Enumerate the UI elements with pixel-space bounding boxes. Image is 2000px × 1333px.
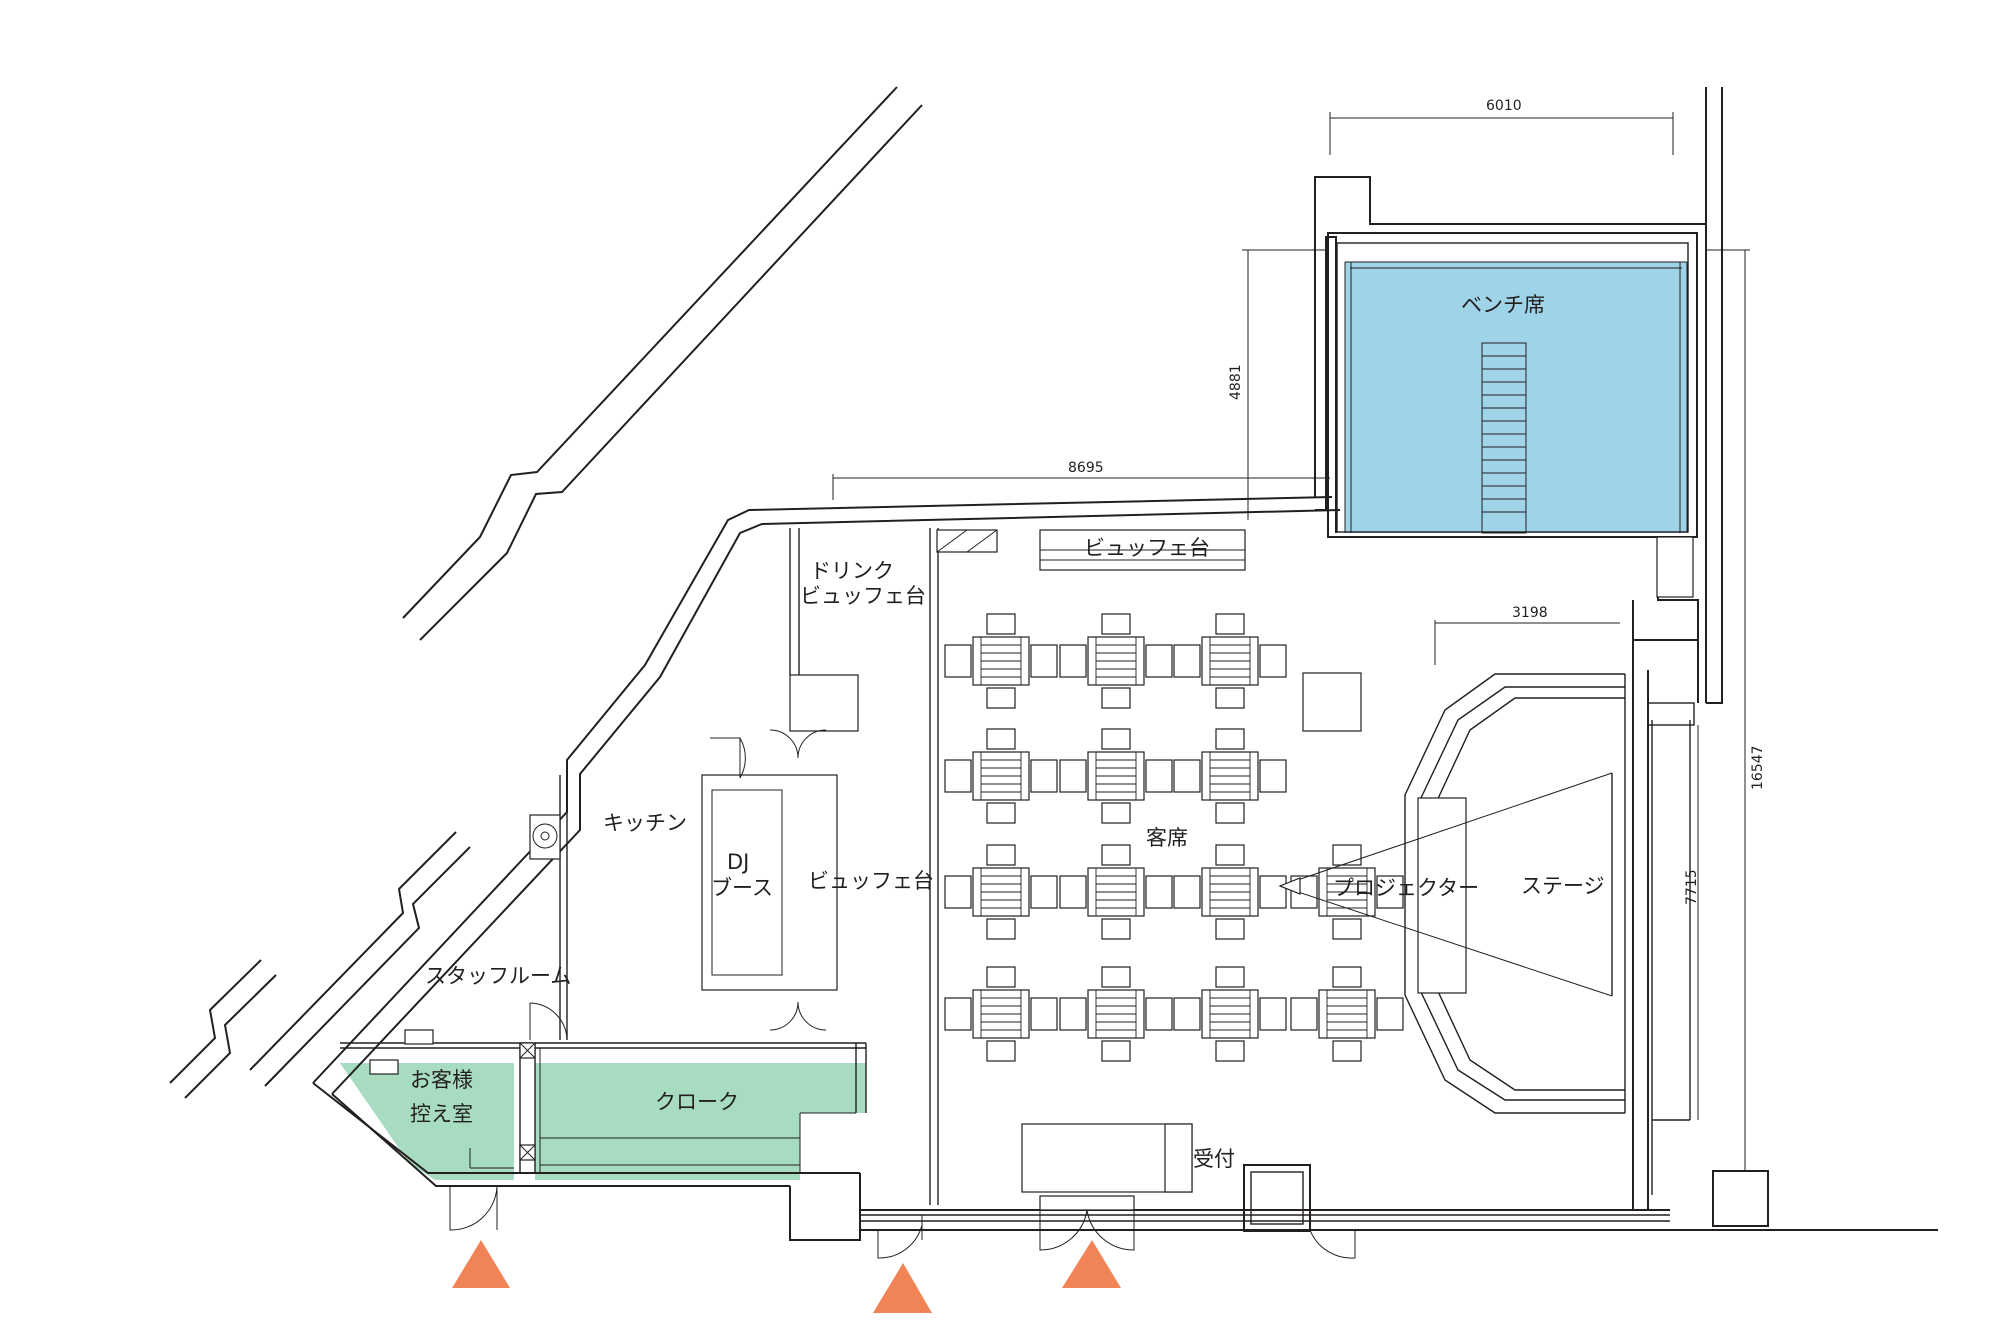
label-dj-1: DJ [727,850,749,874]
label-guest-waiting-1: お客様 [410,1068,473,1092]
entrance-markers [452,1240,1121,1313]
bench-alcove [1344,261,1694,598]
dim-top-width: 6010 [1486,98,1522,114]
partitions [340,528,939,1205]
label-dj-2: ブース [711,876,773,900]
bench-slats [1482,355,1526,513]
dining-tables [944,613,1404,1062]
label-guest-seats: 客席 [1146,826,1188,850]
label-guest-waiting-2: 控え室 [410,1102,473,1126]
label-drink-buffet-1: ドリンク [810,559,894,583]
cloak-room-fill [535,1063,866,1180]
projector-beam [1278,772,1613,997]
label-stage: ステージ [1521,874,1605,898]
doors [449,1186,1356,1259]
label-staff-room: スタッフルーム [425,964,571,988]
triangle-up-icon [452,1240,510,1288]
dining-table [944,728,1058,824]
dining-table [1173,966,1287,1062]
dining-table [1059,613,1173,709]
dining-table [1173,613,1287,709]
triangle-up-icon [873,1263,932,1313]
bench-area-fill [1345,262,1687,533]
label-projector: プロジェクター [1333,876,1479,900]
label-drink-buffet-2: ビュッフェ台 [800,584,926,608]
dining-table [1059,966,1173,1062]
dining-table [1173,728,1287,824]
triangle-up-icon [1062,1240,1121,1288]
dining-table [944,613,1058,709]
speaker-icon [532,823,558,849]
center-column [1302,672,1362,732]
dim-stage-length: 7715 [1684,869,1700,905]
dining-table [1059,728,1173,824]
dim-stage-offset: 3198 [1512,605,1548,621]
dim-inner-width: 8695 [1068,460,1104,476]
dining-table [1173,844,1287,940]
dim-bench-depth: 4881 [1228,364,1244,400]
label-buffet-center: ビュッフェ台 [808,869,934,893]
dining-table [944,844,1058,940]
staff-area [529,814,568,1041]
dimension-labels: 6010 4881 8695 3198 16547 7715 [1068,98,1766,905]
label-cloak: クローク [655,1090,739,1114]
dj-booth [701,729,838,1031]
dim-total-length: 16547 [1750,745,1766,790]
label-kitchen: キッチン [603,811,687,835]
dimension-lines [832,112,1750,1170]
reception-desk [1021,1123,1193,1193]
label-buffet-top: ビュッフェ台 [1084,536,1210,560]
label-reception: 受付 [1193,1147,1235,1171]
room-labels: ベンチ席 ビュッフェ台 ドリンク ビュッフェ台 キッチン DJ ブース ビュッフ… [410,293,1605,1171]
buffet-table-top [936,529,1246,571]
dining-table [1290,966,1404,1062]
label-bench-seats: ベンチ席 [1461,293,1545,317]
stage [1278,673,1626,1114]
dining-table [1059,844,1173,940]
dining-table [944,966,1058,1062]
